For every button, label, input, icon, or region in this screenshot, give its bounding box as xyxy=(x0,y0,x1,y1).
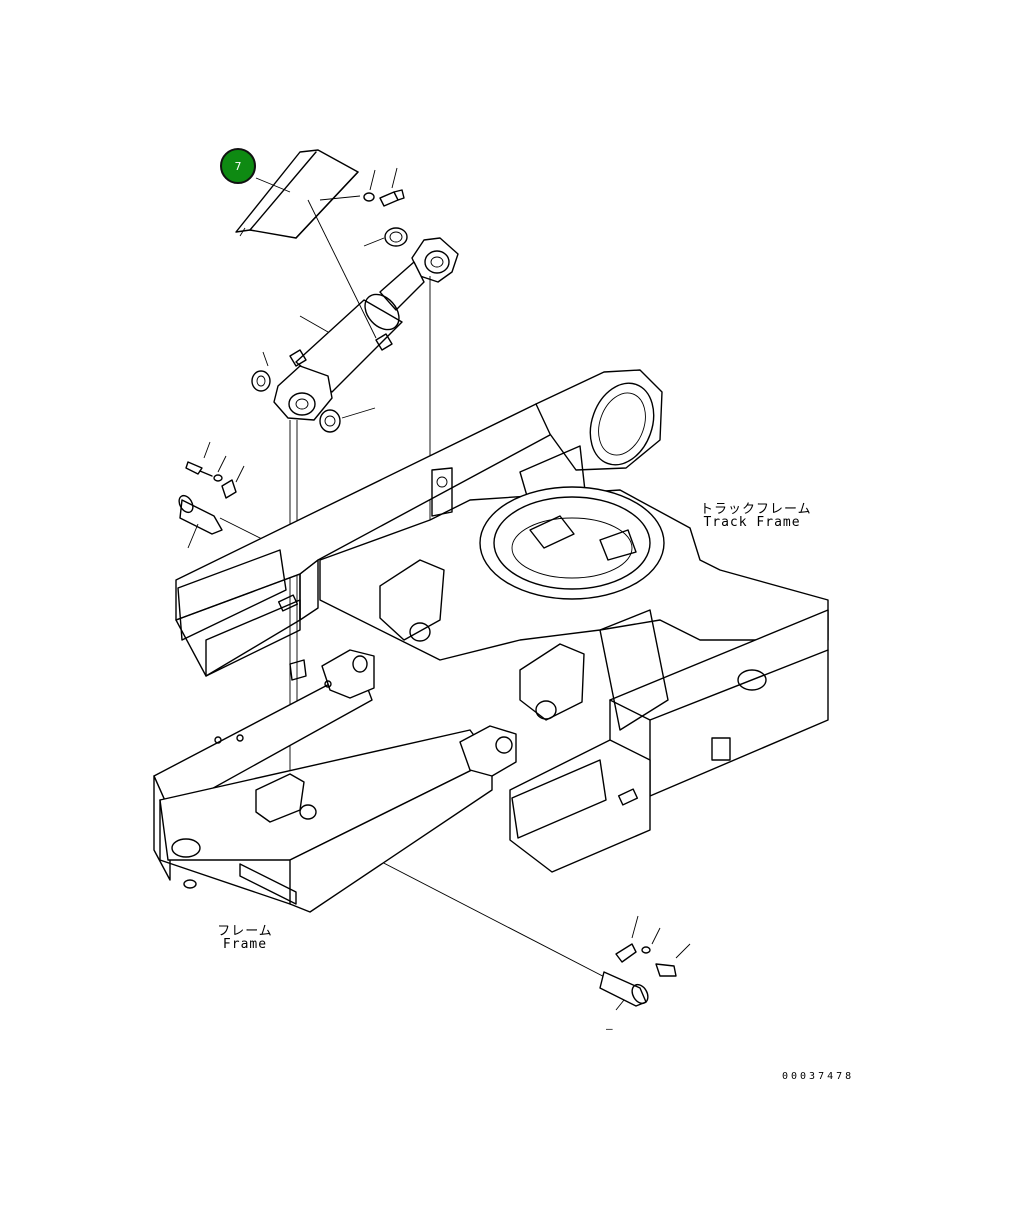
lower-pin xyxy=(599,915,691,1011)
hydraulic-cylinder xyxy=(273,237,459,421)
pin-marker: – xyxy=(606,1022,613,1035)
main-frame xyxy=(153,649,517,913)
cover-bolt xyxy=(363,167,405,207)
drawing-number: 00037478 xyxy=(782,1071,855,1082)
track-frame-label-en: Track Frame xyxy=(703,515,801,530)
frame-label-jp: フレーム xyxy=(217,924,273,939)
upper-pin xyxy=(178,441,245,549)
frame-label-en: Frame xyxy=(222,937,268,952)
rod-washer xyxy=(363,227,408,247)
track-frame-label-jp: トラックフレーム xyxy=(700,502,812,517)
bottom-washers xyxy=(251,351,376,433)
cylinder-cover xyxy=(235,149,359,239)
callout-badge-7[interactable]: 7 xyxy=(220,148,256,184)
track-frame xyxy=(175,369,829,873)
